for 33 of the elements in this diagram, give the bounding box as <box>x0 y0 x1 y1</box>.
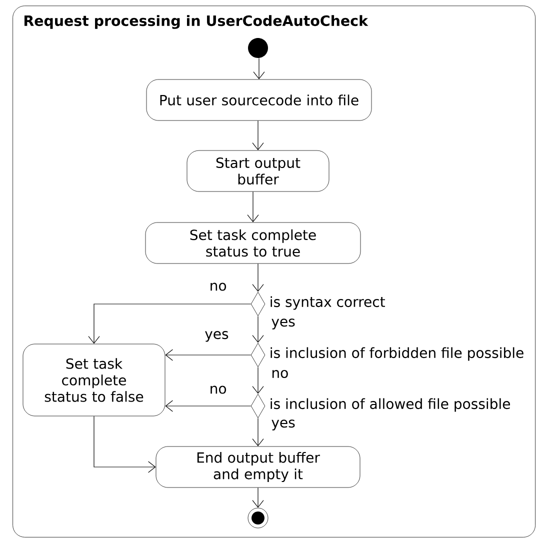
arrow <box>252 366 264 394</box>
arrow <box>165 349 252 361</box>
arrow <box>252 316 264 343</box>
arrow <box>252 418 264 446</box>
frame <box>12 6 536 538</box>
decision-diamond <box>250 394 266 418</box>
edge-label: no <box>272 370 288 378</box>
arrow <box>252 120 264 150</box>
edge-label: yes <box>272 318 295 330</box>
diagram-title: Request processing in UserCodeAutoCheck <box>24 15 368 29</box>
action-box: Start output buffer <box>186 150 330 192</box>
arrow <box>165 400 252 412</box>
arrow <box>94 416 156 473</box>
arrow <box>252 263 264 292</box>
action-box: Set task complete status to false <box>22 344 166 416</box>
action-box: End output buffer and empty it <box>156 446 360 488</box>
edge-label: yes <box>272 420 295 430</box>
end-node <box>248 508 268 528</box>
condition-label: is inclusion of allowed file possible <box>270 398 510 412</box>
arrow <box>88 304 252 344</box>
edge-label: yes <box>205 331 228 342</box>
arrow <box>252 487 264 508</box>
condition-label: is inclusion of forbidden file possible <box>270 347 524 361</box>
arrow <box>247 191 259 222</box>
start-node <box>248 38 268 58</box>
decision-diamond <box>250 292 266 316</box>
condition-label: is syntax correct <box>270 296 385 310</box>
action-box: Set task complete status to true <box>145 222 361 264</box>
edge-label: no <box>210 386 226 394</box>
decision-diamond <box>250 342 266 368</box>
action-box: Put user sourcecode into file <box>146 79 372 121</box>
arrow <box>253 58 265 80</box>
edge-label: no <box>210 282 226 291</box>
